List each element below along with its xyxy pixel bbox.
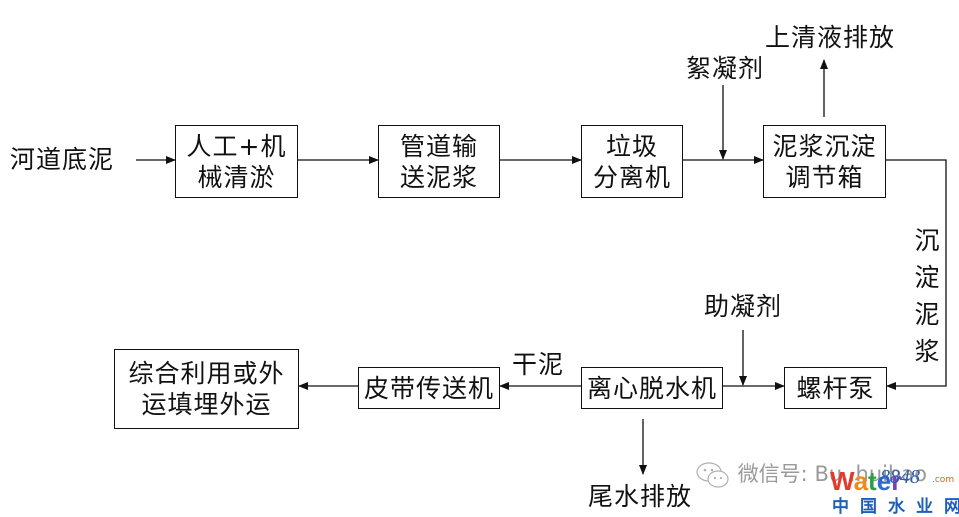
- node-pipeline-transport: 管道输 送泥浆: [378, 125, 500, 198]
- logo-number: 8848: [880, 466, 920, 488]
- label-supernatant-discharge: 上清液排放: [765, 23, 896, 52]
- node-line: 送泥浆: [399, 162, 478, 192]
- node-centrifugal-dewatering: 离心脱水机: [581, 367, 723, 409]
- label-coagulant-aid: 助凝剂: [704, 292, 783, 321]
- input-label-river-sediment: 河道底泥: [10, 145, 115, 174]
- label-char: 沉: [914, 226, 940, 255]
- node-final-disposal: 综合利用或外 运填埋外运: [114, 349, 299, 429]
- label-char: 淀: [914, 263, 940, 292]
- node-line: 运填埋外运: [141, 390, 272, 419]
- node-line: 螺杆泵: [796, 373, 875, 403]
- logo-domain: .com: [932, 475, 955, 485]
- node-line: 械清淤: [197, 162, 276, 192]
- node-screw-pump: 螺杆泵: [784, 367, 887, 409]
- logo-letter: e: [876, 466, 892, 496]
- node-line: 管道输: [399, 131, 478, 161]
- logo-letter: W: [830, 466, 854, 496]
- node-manual-mechanical-dredging: 人工+机 械清淤: [175, 125, 298, 198]
- water8848-logo: Water: [830, 466, 901, 497]
- label-settled-sludge: 沉 淀 泥 浆: [912, 222, 942, 370]
- label-dry-sludge: 干泥: [512, 350, 565, 379]
- node-line: 离心脱水机: [586, 373, 717, 403]
- label-flocculant: 絮凝剂: [686, 54, 765, 83]
- node-line: 分离机: [592, 162, 671, 192]
- node-garbage-separator: 垃圾 分离机: [581, 125, 683, 198]
- node-belt-conveyor: 皮带传送机: [358, 367, 500, 409]
- node-line: 人工+机: [186, 131, 287, 161]
- logo-letter: t: [868, 466, 877, 496]
- label-char: 浆: [914, 337, 940, 366]
- node-line: 调节箱: [785, 162, 864, 192]
- wechat-watermark: 微信号: Bu..huibao: [695, 458, 927, 490]
- label-char: 泥: [914, 300, 940, 329]
- label-tail-water-discharge: 尾水排放: [588, 482, 693, 511]
- logo-letter: r: [891, 466, 902, 496]
- node-settling-tank: 泥浆沉淀 调节箱: [763, 125, 886, 198]
- wechat-icon: [696, 462, 729, 488]
- wechat-id-text: 微信号: Bu..huibao: [737, 462, 928, 486]
- node-line: 泥浆沉淀: [772, 131, 877, 161]
- logo-chinese-name: 中国水业网: [832, 497, 959, 517]
- node-line: 综合利用或外: [128, 359, 285, 388]
- node-line: 垃圾: [605, 131, 658, 161]
- logo-letter: a: [853, 466, 869, 496]
- node-line: 皮带传送机: [363, 373, 494, 403]
- arrow-settling-to-screw-pump: [886, 159, 947, 390]
